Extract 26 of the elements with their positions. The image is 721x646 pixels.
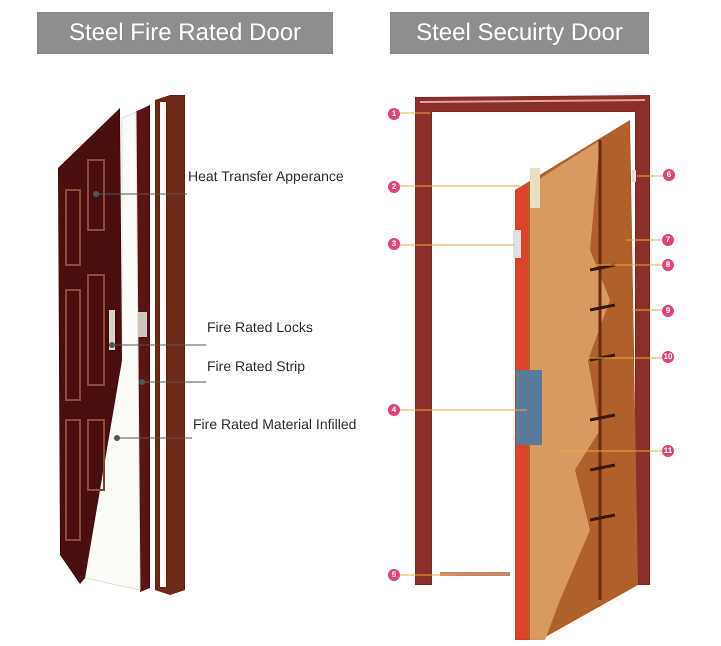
callout-number: 8 <box>662 259 674 271</box>
leader-line <box>400 244 516 246</box>
part-label: Heat Transfer Apperance <box>187 168 356 194</box>
part-label: Fire Rated Material Infilled <box>192 416 368 438</box>
leader-line <box>93 191 188 197</box>
leader-line <box>114 435 192 441</box>
callout-number: 1 <box>388 108 400 120</box>
callout-number: 5 <box>388 569 400 581</box>
callout-number: 11 <box>662 445 674 457</box>
callout-number: 4 <box>388 404 400 416</box>
leader-line <box>560 450 662 452</box>
callout-number: 2 <box>388 181 400 193</box>
title-band: Steel Fire Rated Door <box>37 12 333 54</box>
leader-line <box>400 574 456 576</box>
leader-line <box>586 264 662 266</box>
callout-number: 7 <box>662 234 674 246</box>
part-label: Fire Rated Locks <box>206 319 322 345</box>
callout-number: 9 <box>662 305 674 317</box>
leader-line <box>400 112 430 114</box>
callout-number: 3 <box>388 238 400 250</box>
part-label: Fire Rated Strip <box>206 358 312 382</box>
callout-number: 6 <box>663 169 675 181</box>
leader-line <box>139 379 206 385</box>
title-band: Steel Secuirty Door <box>390 12 649 54</box>
leader-line <box>109 342 206 348</box>
callout-number: 10 <box>662 351 674 363</box>
